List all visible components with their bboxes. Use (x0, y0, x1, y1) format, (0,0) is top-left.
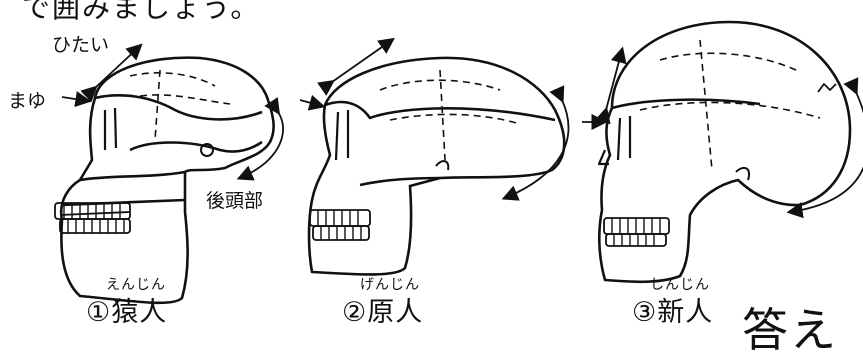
caption-ape-man: ①猿人 (86, 290, 167, 329)
skull-ape-man (55, 58, 274, 303)
caption-homo-erectus: ②原人 (342, 290, 423, 329)
label-brow: まゆ (8, 86, 46, 113)
label-forehead: ひたい (52, 30, 109, 57)
answer-label: 答え (742, 294, 838, 360)
skull-homo-erectus (309, 58, 564, 275)
label-occiput: 後頭部 (206, 186, 263, 213)
skull-homo-sapiens (599, 22, 850, 282)
caption-homo-sapiens: ③新人 (632, 290, 713, 329)
